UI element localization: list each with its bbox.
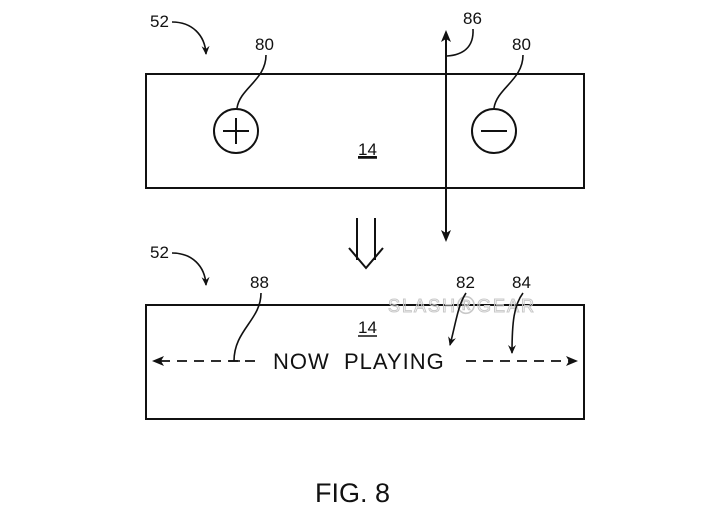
ref-label-84: 84 <box>512 273 531 292</box>
display-screen-bottom <box>145 304 585 420</box>
double-down-arrow-icon <box>348 218 384 270</box>
minus-button-circle[interactable] <box>471 108 517 154</box>
ref-label-14-bottom: 14 <box>358 318 377 337</box>
scroll-right-arrowhead-icon <box>566 356 578 366</box>
leader-80-plus <box>236 54 267 109</box>
watermark: SLASHⓇGEAR <box>388 296 536 316</box>
display-screen-top <box>145 73 585 189</box>
leader-82 <box>448 292 467 346</box>
leader-88 <box>233 292 262 362</box>
plus-button[interactable] <box>213 108 259 154</box>
figure-caption: FIG. 8 <box>315 478 390 508</box>
swipe-up-arrowhead-icon <box>441 30 451 42</box>
ref-label-80-plus: 80 <box>255 35 274 54</box>
ref-arrow-52-bottom <box>171 252 210 286</box>
minus-button[interactable] <box>471 108 517 154</box>
ref-label-82: 82 <box>456 273 475 292</box>
leader-84 <box>508 292 524 354</box>
ref-arrow-52-top <box>171 21 210 55</box>
ref-label-80-minus: 80 <box>512 35 531 54</box>
ref-label-88: 88 <box>250 273 269 292</box>
ref-label-52-bottom: 52 <box>150 243 169 262</box>
scroll-left-arrowhead-icon <box>152 356 164 366</box>
leader-80-minus <box>493 54 524 109</box>
ref-label-52-top: 52 <box>150 12 169 31</box>
plus-icon <box>223 118 249 144</box>
plus-button-circle[interactable] <box>213 108 259 154</box>
ref-label-14-top: 14 <box>358 140 377 159</box>
ref-label-86: 86 <box>463 9 482 28</box>
swipe-down-arrowhead-icon <box>441 230 451 242</box>
now-playing-text: NOW PLAYING <box>273 349 445 374</box>
leader-86 <box>446 28 474 57</box>
top-panel: 52 80 80 14 86 <box>145 9 585 242</box>
bottom-panel: 52 SLASHⓇGEAR 14 NOW PLAYING 88 82 84 <box>145 243 585 420</box>
